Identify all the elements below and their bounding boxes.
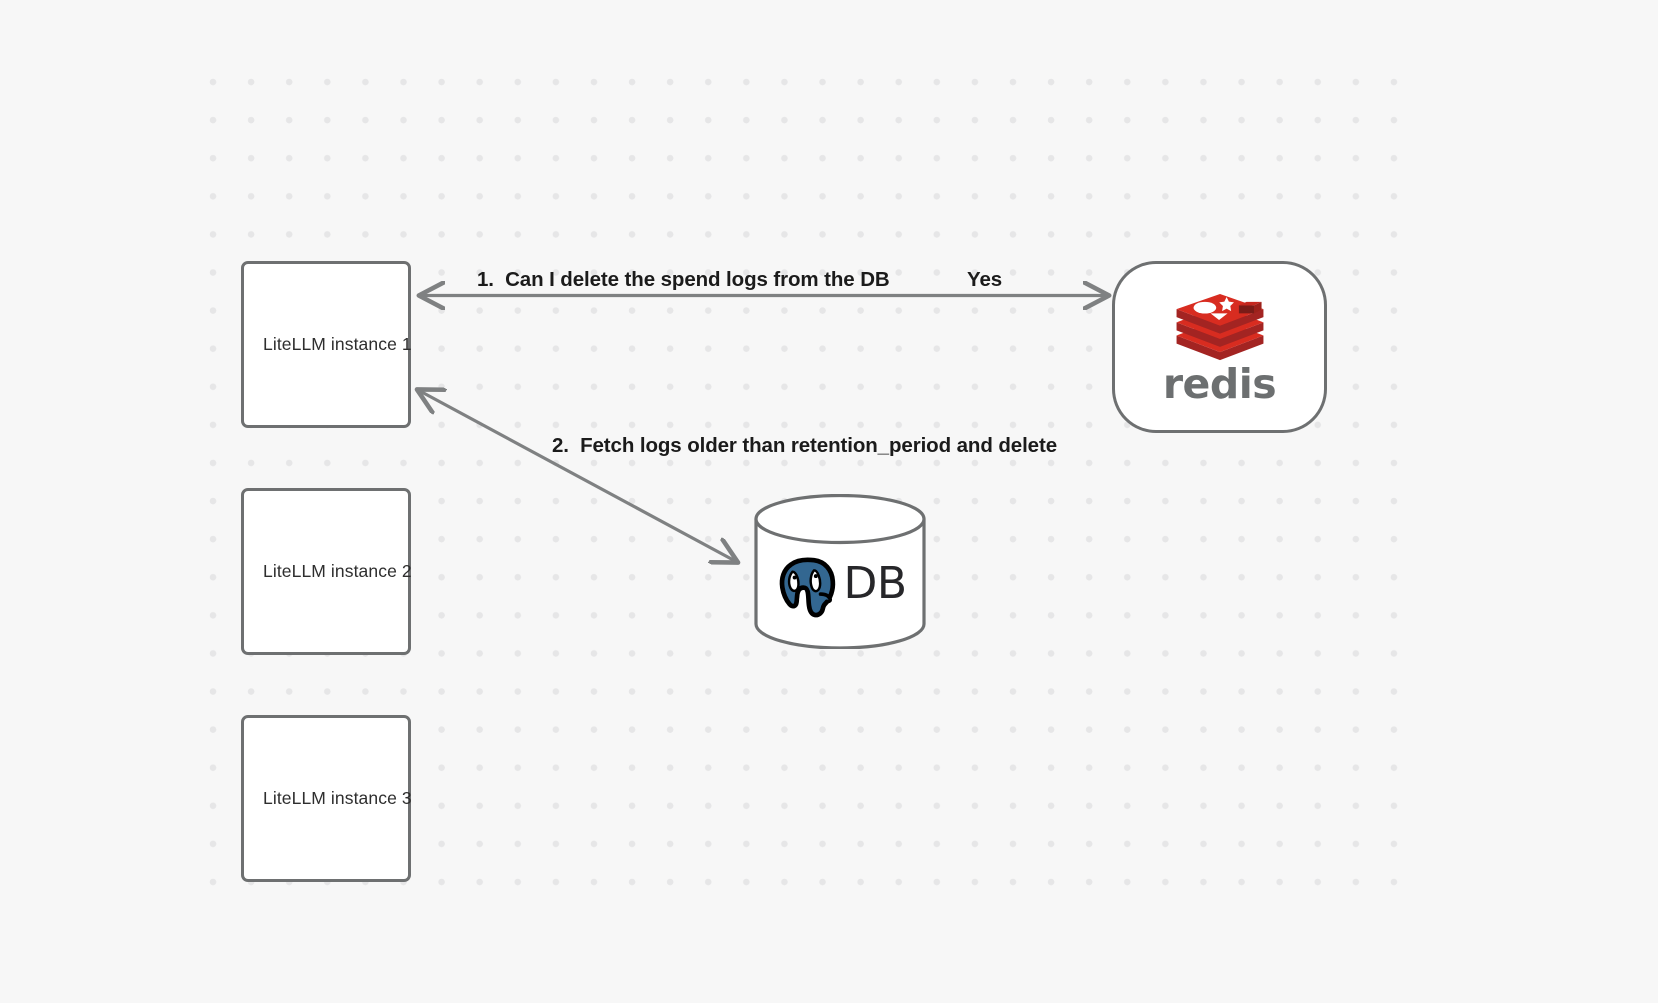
edge-label-yes: Yes [967,268,1003,291]
node-database[interactable]: DB [753,494,927,649]
node-litellm-instance-3[interactable]: LiteLLM instance 3 [241,715,412,882]
node-redis[interactable]: redis [1112,261,1327,433]
edge-instance1-database [418,390,737,562]
edge-label-step-2: 2. Fetch logs older than retention_perio… [552,434,1057,457]
database-cylinder-shape [754,494,926,649]
node-label-instance-3: LiteLLM instance 3 [263,788,412,808]
node-litellm-instance-2[interactable]: LiteLLM instance 2 [241,488,412,655]
postgresql-elephant-icon [780,557,836,618]
database-content: DB [753,538,927,630]
edge-label-step-1: 1. Can I delete the spend logs from the … [477,268,890,291]
redis-wordmark-label: redis [1162,359,1277,408]
node-label-instance-1: LiteLLM instance 1 [263,334,412,354]
node-label-instance-2: LiteLLM instance 2 [263,561,412,581]
node-litellm-instance-1[interactable]: LiteLLM instance 1 [241,261,412,428]
database-label: DB [843,558,907,609]
redis-logo-icon [1176,293,1263,360]
